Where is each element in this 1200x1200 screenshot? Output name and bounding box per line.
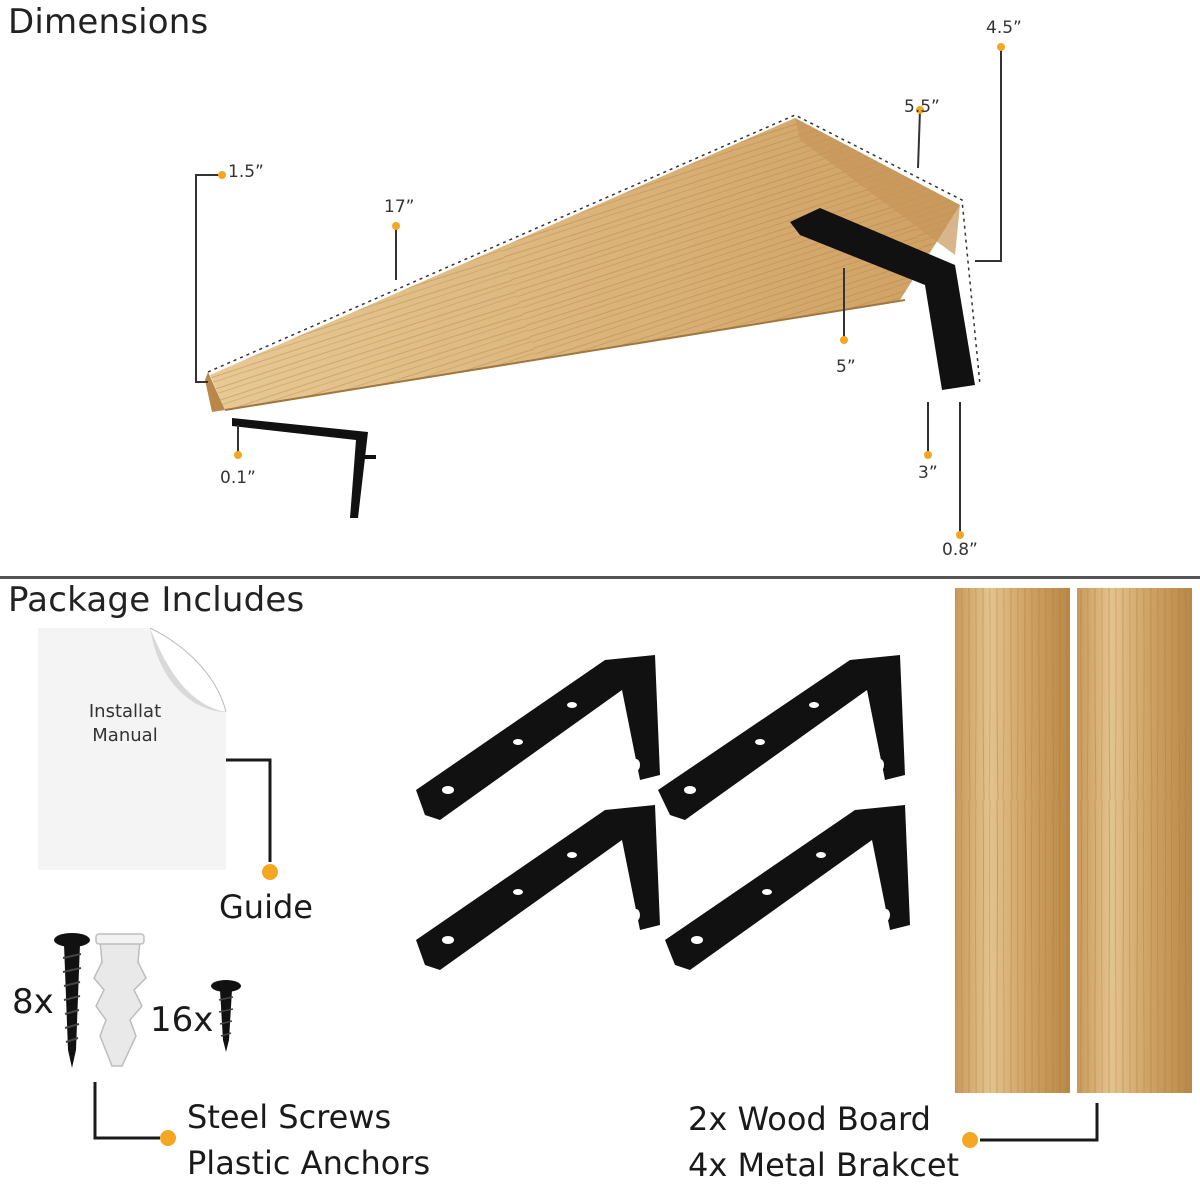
dim-bracket-width-small-label: 0.8”	[942, 540, 978, 560]
boards-label: 2x Wood Board 4x Metal Brakcet	[688, 1096, 959, 1189]
dim-bracket-height-label: 4.5”	[986, 18, 1022, 38]
screws-line-1: Steel Screws	[187, 1098, 392, 1136]
section-divider	[0, 576, 1200, 579]
shelf-illustration	[195, 43, 1005, 539]
dim-bracket-thickness-label: 0.1”	[220, 468, 256, 488]
small-screw-count: 16x	[150, 1000, 214, 1040]
dim-bracket-length-label: 5”	[836, 357, 856, 377]
screws-label: Steel Screws Plastic Anchors	[187, 1094, 430, 1187]
dim-height-label: 1.5”	[228, 162, 264, 182]
screws-illustration	[54, 933, 241, 1146]
dim-depth-label: 5.5”	[904, 97, 940, 117]
dimensions-title: Dimensions	[8, 2, 209, 42]
dim-length-label: 17”	[384, 197, 415, 217]
wood-boards-illustration	[955, 588, 1192, 1148]
screws-line-2: Plastic Anchors	[187, 1144, 431, 1183]
manual-line-1: Installat	[88, 701, 162, 722]
guide-label: Guide	[219, 888, 313, 926]
manual-cover-text: Installat Manual	[60, 700, 190, 749]
screw-count: 8x	[12, 982, 54, 1022]
dim-bracket-width-label: 3”	[918, 463, 938, 483]
boards-line-2: 4x Metal Brakcet	[688, 1146, 960, 1185]
package-title: Package Includes	[8, 580, 305, 620]
manual-line-2: Manual	[92, 725, 158, 747]
boards-line-1: 2x Wood Board	[688, 1100, 931, 1138]
brackets-illustration	[416, 655, 910, 970]
manual-illustration	[38, 627, 278, 880]
